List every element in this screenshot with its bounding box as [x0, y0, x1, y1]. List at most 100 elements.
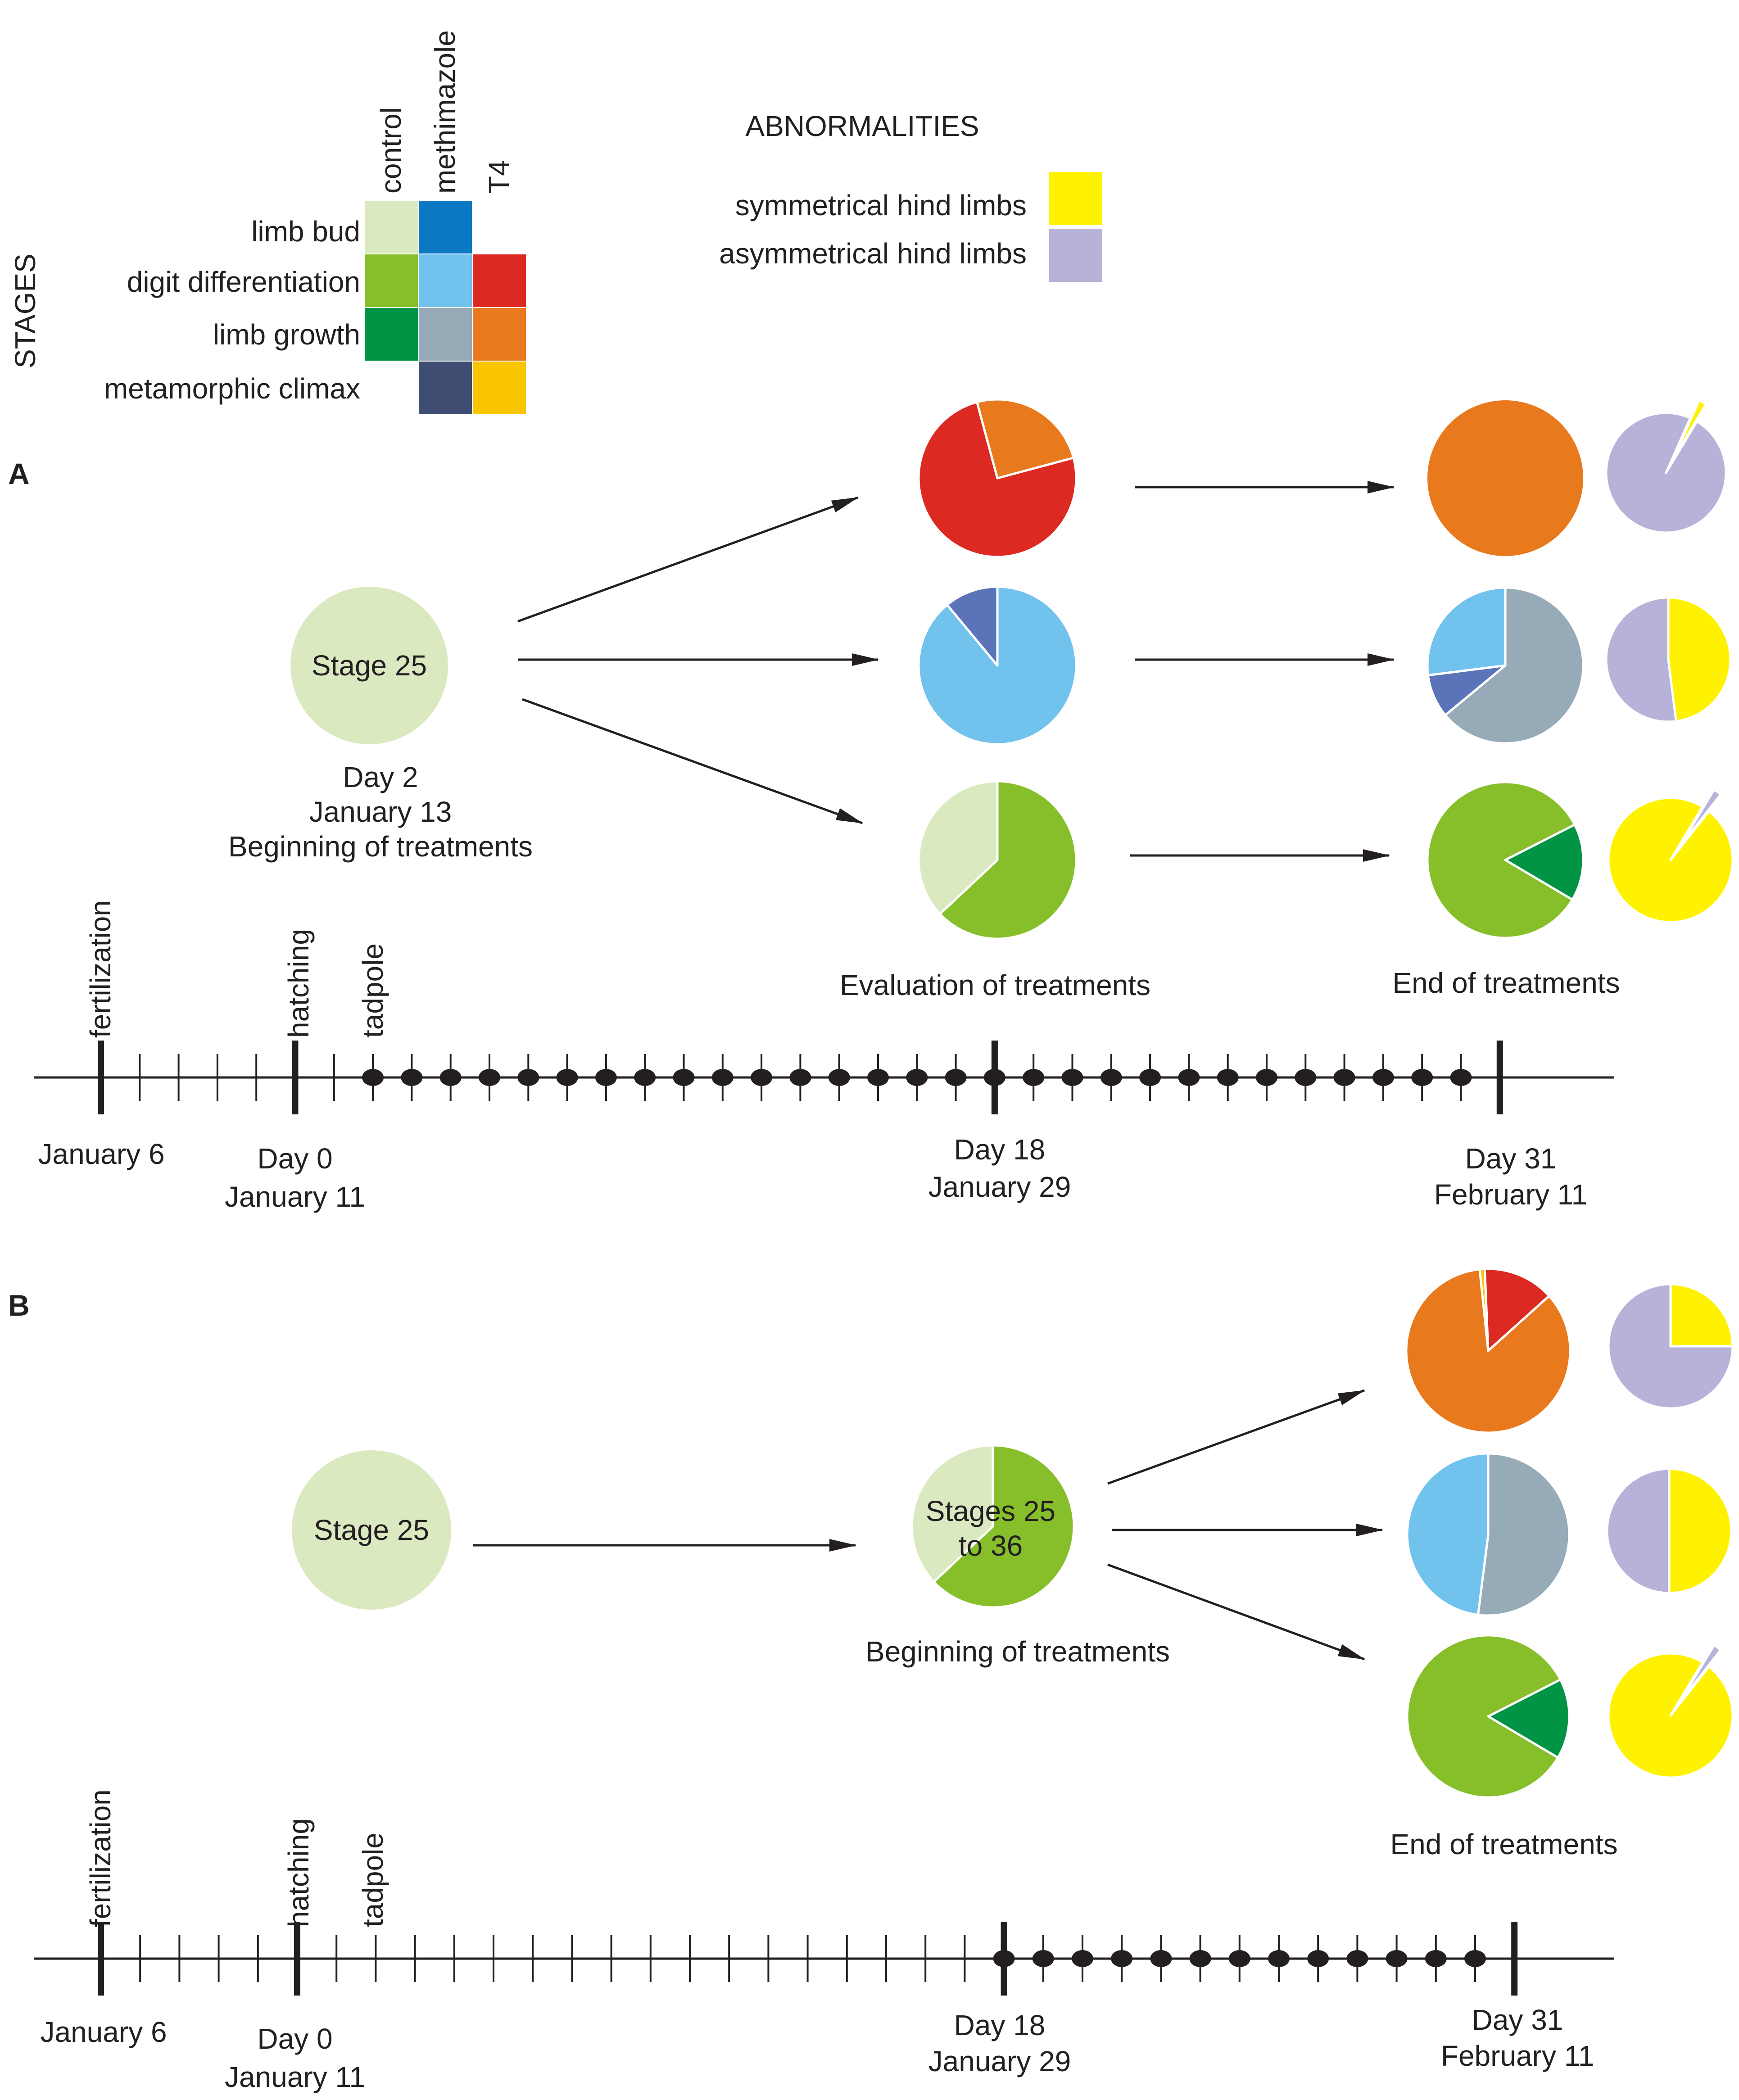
timeline-day-marker	[993, 1950, 1015, 1967]
pie-slice-asymmetrical-hind-limbs	[1607, 1283, 1734, 1410]
pie-b-end-control-abnormalities	[1607, 1644, 1734, 1779]
timeline-day-marker	[1228, 1950, 1250, 1967]
timeline-day-marker	[1032, 1950, 1054, 1967]
swatch-methimazole-limb-growth	[419, 308, 472, 361]
stages-title: STAGES	[9, 253, 41, 368]
timeline-b-hatching: hatching	[282, 1818, 315, 1927]
timeline-a	[34, 1041, 1614, 1114]
timeline-day-marker	[1307, 1950, 1329, 1967]
pie-slice-symmetrical-hind-limbs	[1607, 1652, 1734, 1779]
pie-slice-digit-differentiation	[1426, 586, 1507, 677]
timeline-a-day-18: Day 18	[954, 1133, 1046, 1166]
timeline-b-date-february-11: February 11	[1441, 2040, 1594, 2072]
panel-a: A Stage 25 Day 2 January 13 Beginning of…	[8, 398, 1734, 1213]
timeline-b-date-january-6: January 6	[40, 2016, 167, 2048]
timeline-day-marker	[1346, 1950, 1368, 1967]
timeline-b-date-january-29: January 29	[928, 2045, 1071, 2077]
pie-a-end-t4	[1427, 400, 1583, 556]
timeline-day-marker	[1333, 1069, 1355, 1086]
pie-slice-limb-growth	[976, 398, 1075, 480]
mid-node-label-line-2: to 36	[959, 1530, 1023, 1562]
pie-b-end-control	[1406, 1634, 1571, 1799]
pie-slice-limb-growth	[1476, 1452, 1571, 1617]
timeline-day-marker	[1425, 1950, 1447, 1967]
timeline-b-day-31: Day 31	[1472, 2004, 1563, 2036]
arrow-b-to-control	[1107, 1563, 1365, 1661]
timeline-day-marker	[1295, 1069, 1317, 1086]
mid-node-label-line-1: Stages 25	[926, 1495, 1055, 1527]
abnormalities-legend: ABNORMALITIES symmetrical hind limbs asy…	[719, 110, 1102, 282]
timeline-day-marker	[1450, 1069, 1472, 1086]
timeline-day-marker	[751, 1069, 773, 1086]
timeline-a-tadpole: tadpole	[357, 943, 389, 1038]
start-caption-day: Day 2	[343, 761, 418, 793]
timeline-day-marker	[1111, 1950, 1133, 1967]
timeline-a-fertilization: fertilization	[84, 900, 117, 1038]
timeline-a-day-31: Day 31	[1465, 1142, 1557, 1175]
pie-slice-symmetrical-hind-limbs	[1672, 399, 1707, 459]
pie-slice-symmetrical-hind-limbs	[1668, 1467, 1733, 1594]
timeline-day-marker	[1061, 1069, 1083, 1086]
panel-label-a: A	[8, 457, 30, 490]
timeline-day-marker	[983, 1069, 1005, 1086]
abnormalities-title: ABNORMALITIES	[745, 110, 979, 142]
pie-a-end-t4-abnormalities	[1605, 399, 1727, 534]
timeline-day-marker	[479, 1069, 500, 1086]
pie-b-end-t4	[1405, 1267, 1571, 1434]
timeline-day-marker	[789, 1069, 811, 1086]
row-label-digit-differentiation: digit differentiation	[127, 266, 360, 298]
panel-b: B Stage 25 Stages 25 to 36 Beginning of …	[8, 1267, 1734, 2093]
pie-b-stages-25-to-36	[910, 1444, 1075, 1609]
timeline-day-marker	[595, 1069, 617, 1086]
timeline-b-day-18: Day 18	[954, 2009, 1046, 2041]
pie-slice-symmetrical-hind-limbs	[1607, 797, 1734, 923]
start-caption-text: Beginning of treatments	[228, 830, 533, 863]
pie-slice-digit-differentiation	[933, 1444, 1075, 1609]
pie-a-end-control-abnormalities	[1607, 788, 1734, 923]
swatch-control-limb-bud	[365, 201, 418, 253]
stage-25-node	[290, 587, 448, 744]
timeline-a-date-january-6: January 6	[38, 1138, 164, 1170]
swatch-control-limb-growth	[365, 308, 418, 361]
timeline-b-day-0: Day 0	[257, 2023, 332, 2055]
mid-caption: Beginning of treatments	[865, 1635, 1170, 1668]
timeline-day-marker	[1072, 1950, 1093, 1967]
pie-slice-asymmetrical-hind-limbs	[1605, 596, 1677, 723]
pie-a-evaluation-t4	[917, 398, 1078, 558]
timeline-day-marker	[1268, 1950, 1290, 1967]
swatch-methimazole-limb-bud	[419, 201, 472, 253]
pie-slice-limb-growth	[1444, 586, 1585, 745]
timeline-day-marker	[906, 1069, 928, 1086]
pie-slice-digit-differentiation	[1483, 1267, 1550, 1352]
pie-b-end-methimazole	[1406, 1452, 1571, 1617]
pie-slice-asymmetrical-hind-limbs	[1679, 1644, 1722, 1702]
timeline-day-marker	[401, 1069, 423, 1086]
timeline-day-marker	[673, 1069, 695, 1086]
pie-slice-limb-growth	[1405, 1268, 1571, 1434]
timeline-day-marker	[362, 1069, 384, 1086]
pie-a-evaluation-control	[917, 780, 1078, 940]
arrow-to-t4	[517, 496, 859, 623]
start-caption-date: January 13	[309, 796, 452, 828]
pie-slice-asymmetrical-hind-limbs	[1606, 1467, 1671, 1594]
timeline-day-marker	[1372, 1069, 1394, 1086]
pie-slice-digit-differentiation	[938, 780, 1078, 940]
stage-25-node-b	[292, 1450, 451, 1610]
pie-slice-symmetrical-hind-limbs	[1669, 1283, 1734, 1348]
timeline-a-date-january-29: January 29	[928, 1171, 1071, 1203]
pie-slice-limb-bud	[910, 1444, 994, 1583]
pie-slice-limb-growth	[1487, 1678, 1571, 1759]
pie-b-end-methimazole-abnormalities	[1606, 1467, 1733, 1594]
column-label-control: control	[375, 107, 407, 194]
timeline-b-fertilization: fertilization	[84, 1789, 117, 1927]
pie-slice-limb-bud	[946, 585, 999, 667]
pie-a-end-control	[1426, 781, 1585, 939]
timeline-day-marker	[1150, 1950, 1172, 1967]
pie-slice-symmetrical-hind-limbs	[1667, 596, 1732, 723]
timeline-day-marker	[1189, 1950, 1211, 1967]
timeline-day-marker	[634, 1069, 656, 1086]
stage-25-label: Stage 25	[312, 649, 427, 682]
pie-slice-limb-growth	[1427, 400, 1583, 556]
row-label-limb-bud: limb bud	[251, 215, 360, 248]
